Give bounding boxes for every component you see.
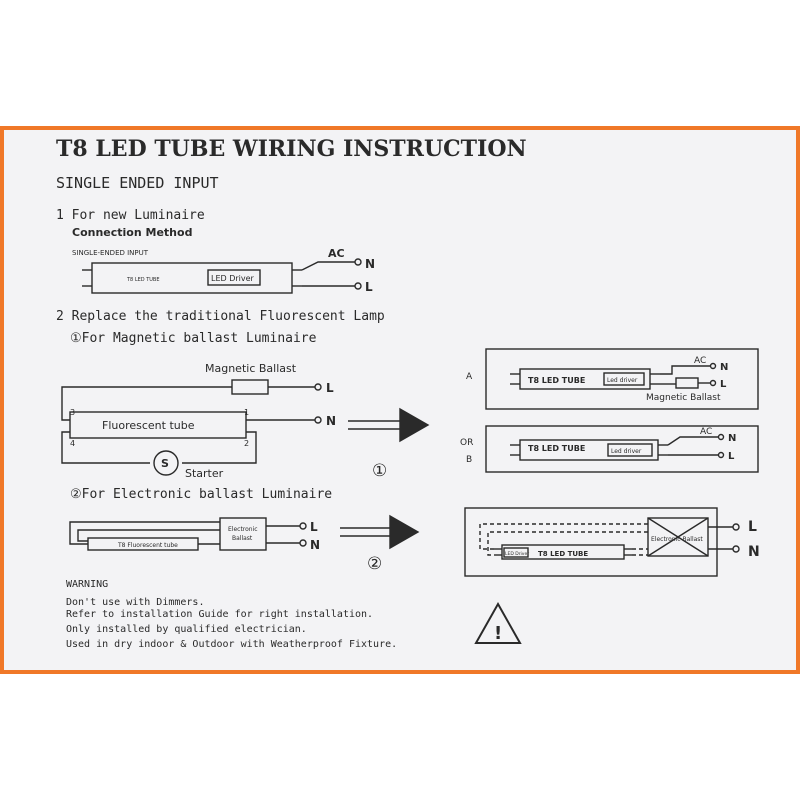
- pin-1-label: 1: [244, 408, 249, 417]
- section2-heading: 2 Replace the traditional Fluorescent La…: [56, 309, 385, 324]
- warning-line-1: Don't use with Dimmers.: [66, 597, 204, 608]
- instruction-sheet: [0, 126, 800, 674]
- result-b-diagram: [485, 425, 759, 473]
- result-a-tag: A: [466, 372, 473, 382]
- electronic-n-label: N: [310, 538, 320, 552]
- result-b-led-tube: [519, 439, 659, 461]
- result-b-driver-label: Led driver: [611, 448, 642, 455]
- result-electronic-diagram: [464, 507, 740, 577]
- pin-3-label: 3: [70, 408, 75, 417]
- pin-4-label: 4: [70, 439, 75, 448]
- magnetic-ballast-box: [231, 379, 269, 395]
- magnetic-ballast-label: Magnetic Ballast: [205, 362, 297, 375]
- electronic-ballast-label-1: Electronic: [228, 526, 258, 533]
- fluorescent-tube-label: Fluorescent tube: [102, 419, 195, 432]
- result-a-driver-label: Led driver: [607, 377, 638, 384]
- result-electronic-l-label: L: [748, 519, 757, 535]
- s1-l-label: L: [365, 280, 373, 294]
- new-luminaire-diagram: [82, 258, 362, 294]
- page-title: T8 LED TUBE WIRING INSTRUCTION: [56, 136, 527, 162]
- result-b-led-driver: [607, 443, 653, 457]
- result-a-diagram: [485, 348, 759, 410]
- warning-heading: WARNING: [66, 579, 108, 590]
- result-a-magnetic-ballast: [675, 377, 699, 389]
- result-electronic-led-tube: [501, 544, 625, 560]
- result-b-n-label: N: [728, 433, 736, 444]
- magnetic-l-label: L: [326, 381, 334, 395]
- magnetic-heading: ①For Magnetic ballast Luminaire: [70, 331, 317, 346]
- page-subtitle: SINGLE ENDED INPUT: [56, 174, 219, 192]
- s1-driver-label: LED Driver: [211, 274, 255, 283]
- arrow-1-icon: [399, 407, 430, 443]
- result-or-tag: OR: [460, 438, 473, 448]
- led-tube-body: [91, 262, 293, 294]
- led-driver-box: [207, 269, 261, 286]
- warning-line-2: Refer to installation Guide for right in…: [66, 609, 373, 620]
- electronic-l-label: L: [310, 520, 318, 534]
- s1-n-label: N: [365, 257, 375, 271]
- result-a-led-tube: [519, 368, 651, 390]
- warning-exclamation: !: [494, 623, 502, 644]
- result-electronic-tube-label: T8 LED TUBE: [538, 550, 588, 558]
- s1-ac-label: AC: [328, 247, 345, 260]
- result-a-l-label: L: [720, 379, 727, 390]
- warning-line-4: Used in dry indoor & Outdoor with Weathe…: [66, 639, 397, 650]
- result-b-ac-label: AC: [700, 427, 712, 437]
- result-electronic-driver-label: LED Driver: [505, 551, 529, 557]
- result-electronic-ballast: [647, 517, 709, 557]
- result-a-ac-label: AC: [694, 356, 706, 366]
- electronic-ballast-diagram: [69, 514, 420, 551]
- starter-label: Starter: [185, 467, 224, 480]
- starter-symbol: [153, 450, 179, 476]
- single-ended-caption: SINGLE-ENDED INPUT: [72, 249, 149, 257]
- electronic-ballast-box: [219, 517, 267, 551]
- result-electronic-led-driver: [503, 547, 529, 558]
- warning-triangle-icon: [474, 601, 522, 644]
- arrow-2-icon: [389, 514, 420, 550]
- result-b-l-label: L: [728, 451, 735, 462]
- result-a-led-driver: [603, 372, 645, 386]
- electronic-ballast-label-2: Ballast: [232, 535, 253, 542]
- step-1-marker: ①: [372, 461, 387, 481]
- connection-method-label: Connection Method: [72, 226, 192, 239]
- s1-tube-label: T8 LED TUBE: [126, 277, 160, 283]
- warning-line-3: Only installed by qualified electrician.: [66, 624, 307, 635]
- pin-2-label: 2: [244, 439, 249, 448]
- result-a-n-label: N: [720, 362, 728, 373]
- result-b-tag: B: [466, 455, 472, 465]
- electronic-heading: ②For Electronic ballast Luminaire: [70, 487, 332, 502]
- result-b-tube-label: T8 LED TUBE: [528, 444, 585, 453]
- starter-symbol-letter: S: [161, 457, 169, 470]
- step-2-marker: ②: [367, 554, 382, 574]
- magnetic-n-label: N: [326, 414, 336, 428]
- magnetic-ballast-diagram: [61, 379, 430, 476]
- result-electronic-n-label: N: [748, 544, 760, 560]
- result-a-ballast-label: Magnetic Ballast: [646, 393, 721, 403]
- t8-fluorescent-tube-label: T8 Fluorescent tube: [117, 542, 178, 549]
- section1-heading: 1 For new Luminaire: [56, 208, 205, 223]
- result-electronic-ballast-label: Electronic Ballast: [651, 536, 703, 543]
- fluorescent-tube-body: [69, 411, 247, 439]
- result-a-tube-label: T8 LED TUBE: [528, 376, 585, 385]
